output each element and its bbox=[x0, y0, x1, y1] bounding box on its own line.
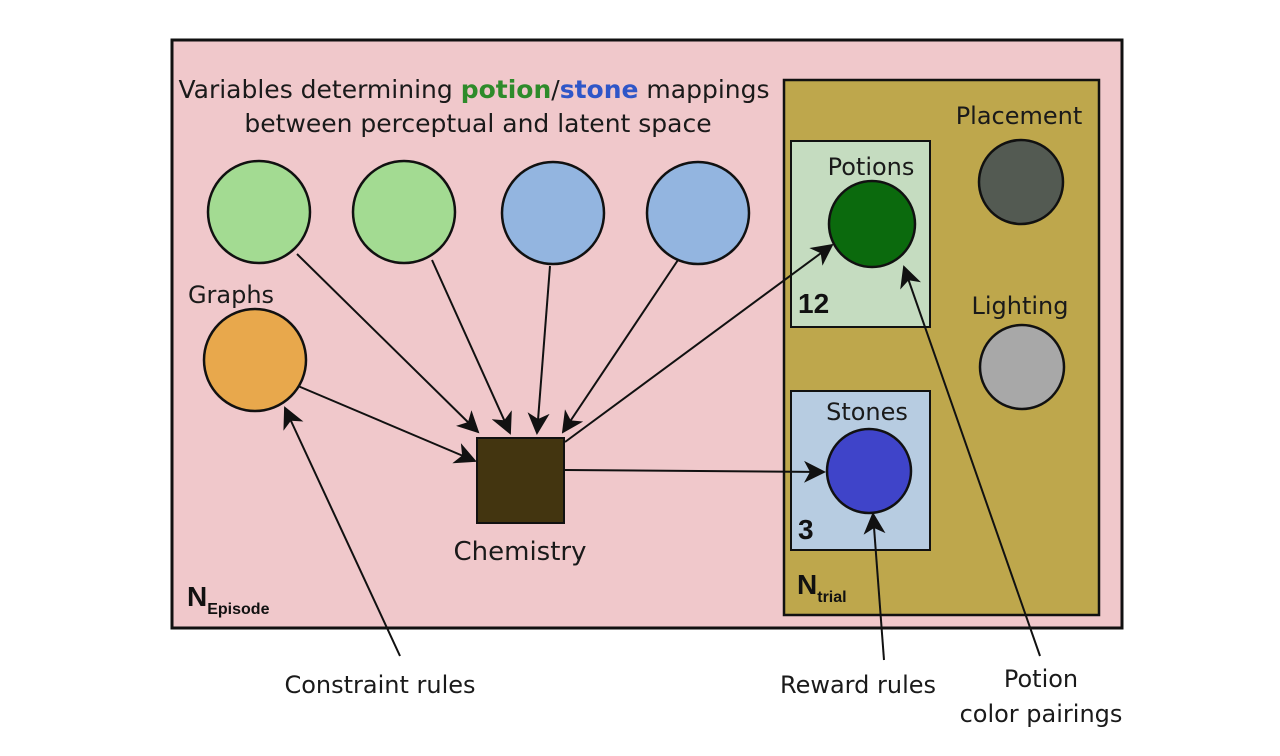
potion-word: potion bbox=[461, 75, 552, 104]
edge-green1-chemistry bbox=[296, 253, 480, 434]
trial-plate-label: Ntrial bbox=[797, 569, 847, 606]
chemistry-label: Chemistry bbox=[454, 537, 587, 567]
blue-variable-node-2 bbox=[645, 160, 751, 266]
edge-blue1-chemistry bbox=[527, 265, 551, 435]
edge-chemistry-stone bbox=[564, 460, 826, 483]
stones-box-title: Stones bbox=[826, 398, 908, 426]
potions-box-title: Potions bbox=[828, 153, 915, 181]
placement-node bbox=[977, 138, 1065, 226]
edge-pairings-potion bbox=[900, 265, 1041, 657]
green-variable-node-1 bbox=[206, 159, 312, 265]
lighting-label: Lighting bbox=[971, 292, 1068, 320]
graphs-label: Graphs bbox=[188, 281, 274, 309]
potion-node bbox=[827, 179, 917, 269]
green-variable-node-2 bbox=[351, 159, 457, 265]
stones-count: 3 bbox=[798, 514, 814, 545]
edge-constraint-graphs bbox=[283, 406, 401, 657]
edge-green2-chemistry bbox=[431, 259, 512, 435]
constraint-rules-label: Constraint rules bbox=[284, 671, 475, 699]
stone-word: stone bbox=[560, 75, 639, 104]
reward-rules-label: Reward rules bbox=[780, 671, 936, 699]
blue-variable-node-1 bbox=[500, 160, 606, 266]
diagram-title: Variables determining potion/stone mappi… bbox=[178, 75, 769, 104]
pairings-label-line2: color pairings bbox=[960, 700, 1123, 728]
stone-node bbox=[825, 427, 913, 515]
diagram-title-line2: between perceptual and latent space bbox=[244, 109, 711, 138]
edge-blue2-chemistry bbox=[561, 259, 679, 434]
edge-chemistry-potion bbox=[564, 243, 834, 443]
potions-count: 12 bbox=[798, 288, 829, 319]
edge-graphs-chemistry bbox=[297, 385, 477, 464]
episode-plate-label: NEpisode bbox=[187, 581, 270, 618]
placement-label: Placement bbox=[956, 102, 1083, 130]
graphs-node bbox=[202, 307, 308, 413]
pairings-label-line1: Potion bbox=[1004, 665, 1078, 693]
chemistry-node bbox=[476, 437, 565, 524]
lighting-node bbox=[978, 323, 1066, 411]
edge-reward-stone bbox=[863, 512, 886, 661]
